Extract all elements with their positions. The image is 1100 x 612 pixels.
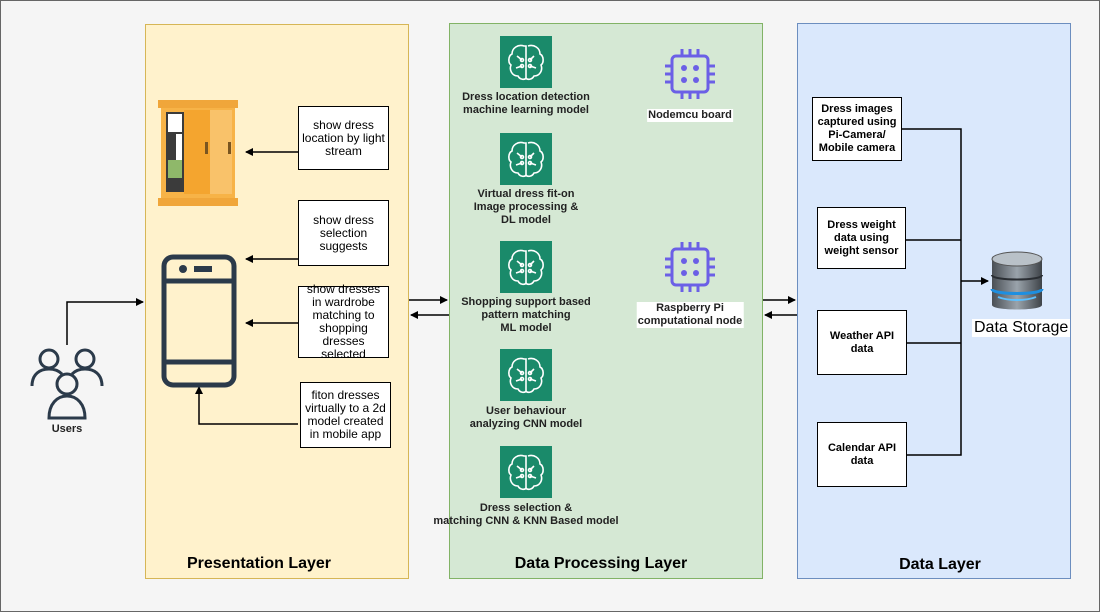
- data-storage-label: Data Storage: [972, 319, 1071, 337]
- presentation-layer-title: Presentation Layer: [186, 555, 332, 572]
- ml-model-icon: [500, 349, 552, 401]
- dress-images-box: Dress images captured using Pi-Camera/ M…: [812, 97, 902, 161]
- ml-model-label: Dress selection & matching CNN & KNN Bas…: [433, 502, 619, 527]
- dress-weight-box: Dress weight data using weight sensor: [817, 207, 906, 269]
- ml-model-icon: [500, 241, 552, 293]
- ml-model-label: Shopping support based pattern matching …: [461, 296, 591, 334]
- data-processing-layer-title: Data Processing Layer: [514, 555, 688, 572]
- nodemcu-label: Nodemcu board: [647, 109, 733, 122]
- ml-model-icon: [500, 36, 552, 88]
- calendar-api-box: Calendar API data: [817, 422, 907, 487]
- chip-icon: [662, 46, 718, 102]
- wardrobe-icon: [158, 100, 238, 206]
- chip-icon: [662, 239, 718, 295]
- ml-model-icon: [500, 133, 552, 185]
- virtual-fiton-box: fiton dresses virtually to a 2d model cr…: [300, 382, 391, 448]
- database-icon: [990, 251, 1044, 310]
- mobile-phone-icon: [161, 254, 237, 388]
- ml-model-label: User behaviour analyzing CNN model: [469, 405, 583, 430]
- data-layer-title: Data Layer: [899, 556, 981, 573]
- dress-selection-box: show dress selection suggests: [298, 200, 389, 266]
- dress-location-box: show dress location by light stream: [298, 106, 389, 170]
- raspberry-pi-label: Raspberry Pi computational node: [636, 302, 744, 328]
- users-icon: [30, 348, 104, 420]
- ml-model-icon: [500, 446, 552, 498]
- ml-model-label: Dress location detection machine learnin…: [462, 91, 590, 116]
- ml-model-label: Virtual dress fit-on Image processing & …: [473, 188, 579, 226]
- wardrobe-matching-box: show dresses in wardrobe matching to sho…: [298, 283, 389, 361]
- users-label: Users: [51, 423, 83, 435]
- weather-api-box: Weather API data: [817, 310, 907, 375]
